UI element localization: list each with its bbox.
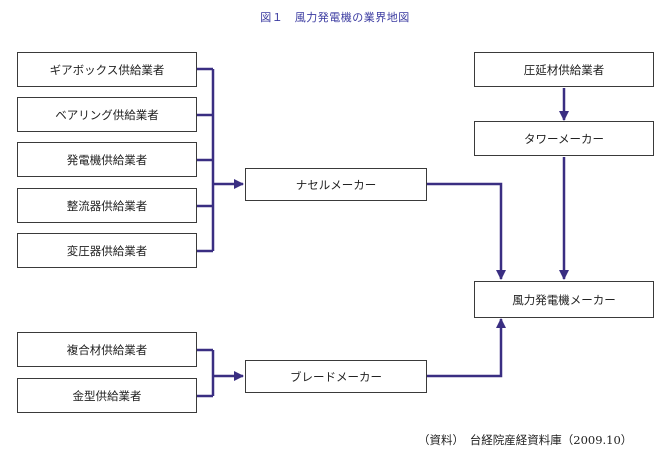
source-note: （資料） 台経院産経資料庫（2009.10）: [418, 433, 633, 447]
supplier-composite: 複合材供給業者: [17, 332, 197, 367]
supplier-mold: 金型供給業者: [17, 378, 197, 413]
supplier-gearbox: ギアボックス供給業者: [17, 52, 197, 87]
supplier-rectifier: 整流器供給業者: [17, 188, 197, 223]
supplier-bearing: ベアリング供給業者: [17, 97, 197, 132]
blade-maker-box: ブレードメーカー: [245, 360, 427, 393]
arrow-blade-to-turbine: [427, 318, 506, 378]
nacelle-maker-box: ナセルメーカー: [245, 168, 427, 201]
arrow-nacelle-to-turbine: [427, 182, 506, 280]
supplier-transformer: 変圧器供給業者: [17, 233, 197, 268]
diagram-title: 図１ 風力発電機の業界地図: [260, 11, 410, 24]
turbine-maker-box: 風力発電機メーカー: [474, 281, 654, 318]
rolled-material-supplier-box: 圧延材供給業者: [474, 52, 654, 87]
tower-maker-box: タワーメーカー: [474, 121, 654, 156]
supplier-generator: 発電機供給業者: [17, 142, 197, 177]
